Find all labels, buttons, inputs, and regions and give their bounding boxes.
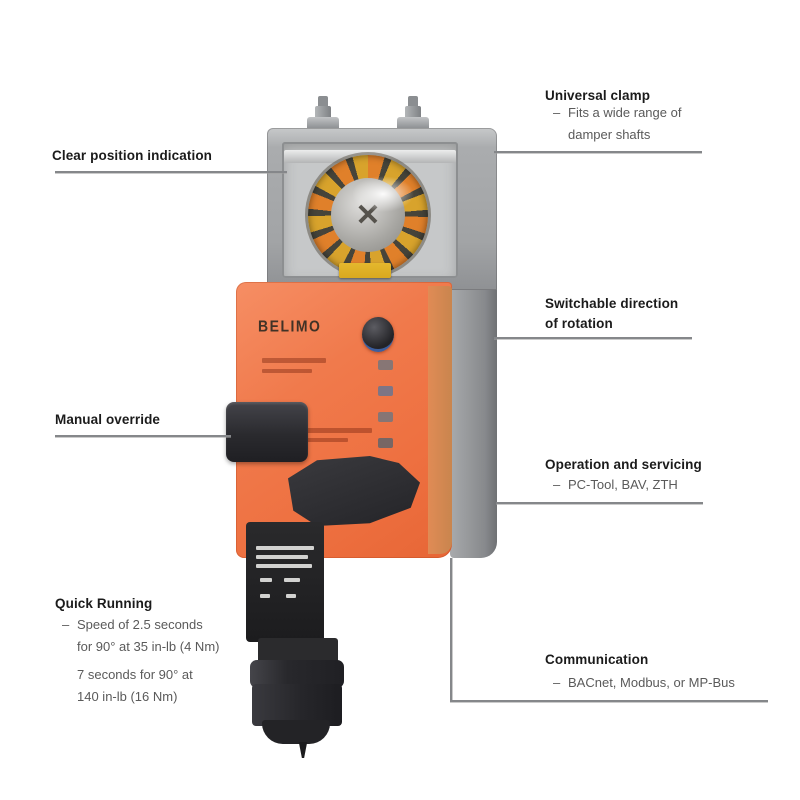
direction-of-rotation-switch[interactable]: [362, 317, 394, 352]
bullet-dash: –: [553, 675, 561, 690]
mounting-bolt-right-stem: [405, 106, 421, 120]
mounting-bolt-left-nub: [318, 96, 328, 108]
communication-leader-line-horizontal: [450, 700, 768, 702]
status-led-2: [378, 386, 393, 396]
spec-label-mark: [286, 594, 296, 598]
status-led-1: [378, 360, 393, 370]
bullet-dash: –: [62, 617, 70, 632]
spec-label-mark: [260, 578, 272, 582]
communication-leader-line-vertical: [450, 558, 452, 702]
callout-universal-clamp-text: – Fits a wide range of damper shafts: [553, 102, 681, 146]
universal-clamp-leader-line: [494, 151, 702, 153]
callout-quick-running-text: – Speed of 2.5 seconds for 90° at 35 in-…: [62, 614, 219, 708]
switchable-direction-leader-line: [494, 337, 692, 339]
callout-line: damper shafts: [568, 127, 651, 142]
manual-override-leader-line: [55, 435, 231, 437]
panel-fineprint-2: [262, 369, 312, 373]
side-housing: [450, 288, 497, 558]
spec-label-line: [256, 555, 308, 559]
status-led-3: [378, 412, 393, 422]
mounting-bolt-right-head: [397, 117, 429, 129]
callout-line: Fits a wide range of: [568, 105, 682, 120]
bullet-dash: –: [553, 105, 561, 120]
spec-label-mark: [260, 594, 270, 598]
mounting-bolt-left-head: [307, 117, 339, 129]
spec-label-line: [256, 546, 314, 550]
cable-tip: [298, 742, 308, 758]
heading-line: Switchable direction: [545, 296, 679, 311]
panel-fineprint-3: [276, 428, 372, 433]
callout-communication-heading: Communication: [545, 652, 649, 667]
status-led-4: [378, 438, 393, 448]
position-indicator-tab: [339, 263, 391, 278]
clear-position-leader-line: [55, 171, 287, 173]
callout-clear-position-heading: Clear position indication: [52, 148, 213, 163]
callout-line: for 90° at 35 in-lb (4 Nm): [77, 639, 220, 654]
conduit-neck: [258, 638, 338, 664]
spec-label-mark: [284, 578, 300, 582]
panel-fineprint-1: [262, 358, 326, 363]
callout-line: PC-Tool, BAV, ZTH: [568, 477, 678, 492]
callout-line: BACnet, Modbus, or MP-Bus: [568, 675, 735, 690]
callout-operation-servicing-heading: Operation and servicing: [545, 457, 702, 472]
manual-override-button[interactable]: [226, 402, 308, 462]
panel-fineprint-4: [276, 438, 348, 442]
callout-line: Speed of 2.5 seconds: [77, 617, 203, 632]
callout-operation-servicing-text: – PC-Tool, BAV, ZTH: [553, 474, 678, 496]
mounting-bolt-right-nub: [408, 96, 418, 108]
bullet-dash: –: [553, 477, 561, 492]
spec-label-line: [256, 564, 312, 568]
brand-logo: BELIMO: [258, 317, 322, 335]
callout-line: 7 seconds for 90° at: [77, 667, 193, 682]
conduit-fitting-body: [252, 684, 342, 726]
conduit-end-cap: [262, 720, 330, 744]
callout-manual-override-heading: Manual override: [55, 412, 161, 427]
heading-line: of rotation: [545, 316, 613, 331]
callout-line: 140 in-lb (16 Nm): [77, 689, 178, 704]
operation-servicing-leader-line: [496, 502, 703, 504]
front-panel-side-edge: [428, 286, 452, 554]
conduit-collar-nut: [250, 660, 344, 688]
callout-communication-text: – BACnet, Modbus, or MP-Bus: [553, 672, 735, 694]
window-glare: [352, 176, 414, 212]
mounting-bolt-left-stem: [315, 106, 331, 120]
callout-quick-running-heading: Quick Running: [55, 596, 153, 611]
spec-label-box: [246, 522, 324, 642]
callout-switchable-direction-heading: Switchable direction of rotation: [545, 294, 678, 334]
callout-universal-clamp-heading: Universal clamp: [545, 88, 651, 103]
